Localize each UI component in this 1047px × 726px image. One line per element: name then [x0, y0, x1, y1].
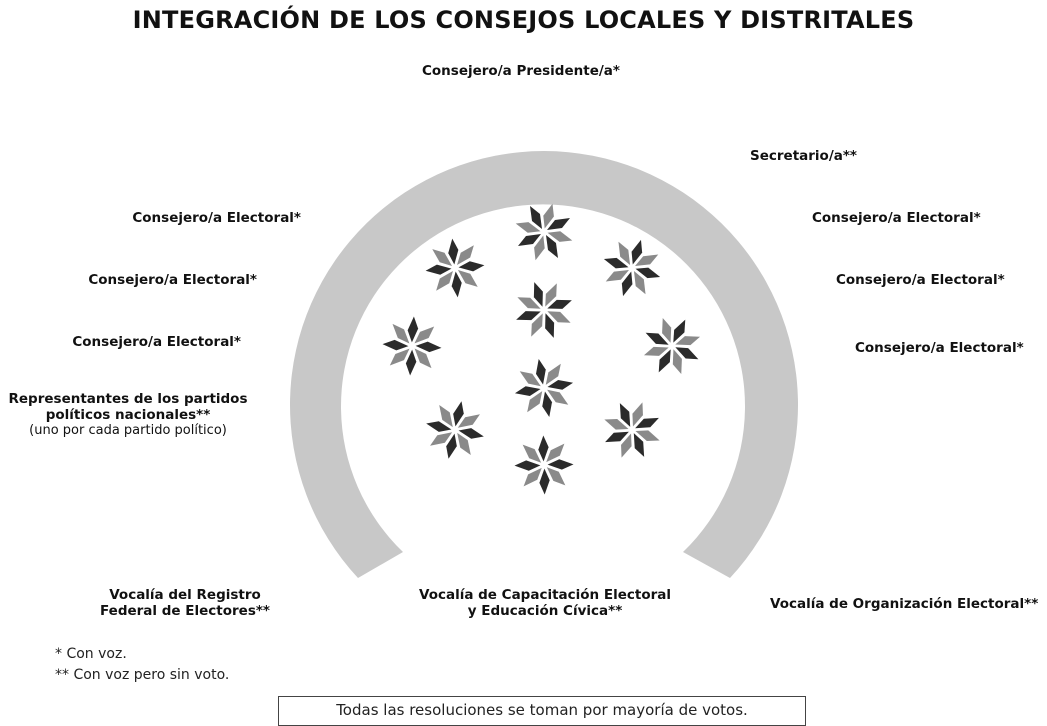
flower-icon: [604, 402, 660, 458]
label-vocalia-organizacion: Vocalía de Organización Electoral**: [770, 596, 1039, 612]
vocalia-registro-line-1: Vocalía del Registro: [109, 587, 261, 603]
label-left-consejero-3: Consejero/a Electoral*: [72, 334, 241, 350]
flower-icon: [425, 238, 485, 298]
label-right-consejero-1: Consejero/a Electoral*: [812, 210, 981, 226]
label-right-consejero-2: Consejero/a Electoral*: [836, 272, 1005, 288]
vocalia-registro-line-2: Federal de Electores**: [100, 603, 270, 619]
flower-icon: [516, 282, 572, 338]
representantes-note: (uno por cada partido político): [29, 423, 227, 438]
label-vocalia-registro: Vocalía del Registro Federal de Electore…: [70, 587, 300, 619]
label-representantes: Representantes de los partidos políticos…: [8, 391, 248, 439]
flower-icon: [514, 358, 574, 418]
vocalia-capacitacion-line-1: Vocalía de Capacitación Electoral: [418, 587, 671, 603]
label-left-consejero-2: Consejero/a Electoral*: [88, 272, 257, 288]
horseshoe-arc: [290, 151, 798, 579]
label-left-consejero-1: Consejero/a Electoral*: [132, 210, 301, 226]
flower-icon: [514, 435, 574, 495]
flower-emblems: [382, 203, 701, 495]
note-con-voz: * Con voz.: [55, 646, 127, 662]
label-secretario: Secretario/a**: [750, 148, 857, 164]
representantes-line-2: políticos nacionales**: [45, 407, 211, 423]
flower-icon: [515, 203, 573, 261]
diagram-title: INTEGRACIÓN DE LOS CONSEJOS LOCALES Y DI…: [132, 6, 915, 34]
flower-icon: [426, 401, 484, 459]
representantes-line-1: Representantes de los partidos: [8, 391, 248, 407]
note-con-voz-sin-voto: ** Con voz pero sin voto.: [55, 667, 230, 683]
flower-icon: [643, 317, 701, 375]
label-right-consejero-3: Consejero/a Electoral*: [855, 340, 1024, 356]
resolution-box: Todas las resoluciones se toman por mayo…: [278, 696, 806, 726]
label-vocalia-capacitacion: Vocalía de Capacitación Electoral y Educ…: [405, 587, 685, 619]
footnotes: * Con voz. ** Con voz pero sin voto.: [55, 644, 229, 686]
flower-icon: [382, 316, 442, 376]
label-presidente: Consejero/a Presidente/a*: [422, 63, 620, 79]
vocalia-capacitacion-line-2: y Educación Cívica**: [467, 603, 623, 619]
flower-icon: [603, 239, 661, 297]
